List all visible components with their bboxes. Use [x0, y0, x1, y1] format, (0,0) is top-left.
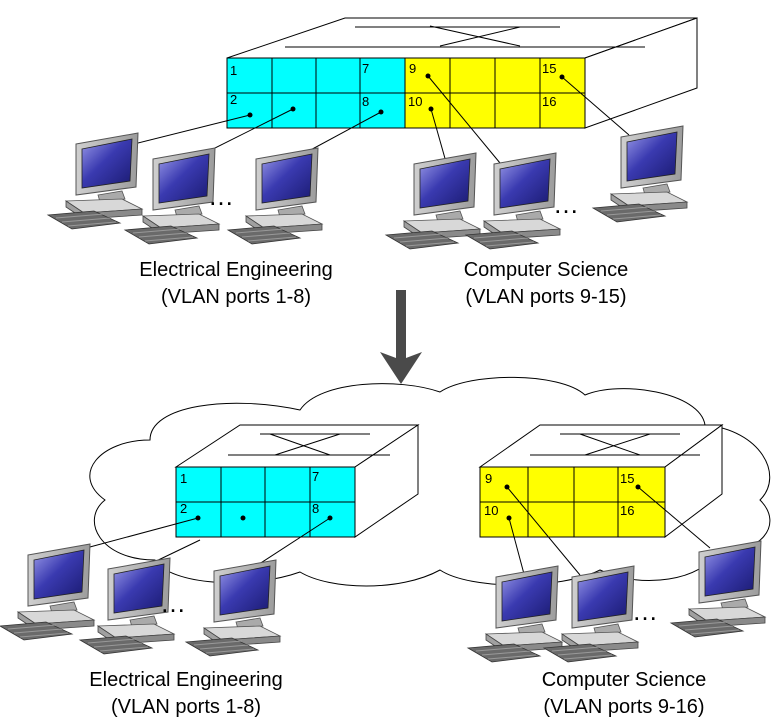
bottom-cables	[74, 486, 711, 576]
computer-icon	[385, 152, 481, 250]
cs-label-line2: (VLAN ports 9-15)	[465, 286, 626, 308]
computer-icon	[465, 152, 561, 250]
computer-icon	[592, 125, 688, 223]
ee-label-line2: (VLAN ports 1-8)	[111, 696, 261, 718]
ee-label-line1: Electrical Engineering	[89, 669, 282, 691]
port-label: 16	[620, 503, 634, 518]
port-label: 16	[542, 94, 556, 109]
cs-label-line2: (VLAN ports 9-16)	[543, 696, 704, 718]
port-label: 10	[484, 503, 498, 518]
ellipsis: …	[632, 596, 660, 626]
top-switch-icon: 1 7 2 8 9 15 10 16	[226, 17, 698, 129]
arrow-down-icon	[380, 290, 422, 384]
ellipsis: …	[553, 189, 581, 219]
ee-label-line2: (VLAN ports 1-8)	[161, 286, 311, 308]
computer-icon	[124, 147, 220, 245]
port-label: 7	[312, 469, 319, 484]
cs-label-line1: Computer Science	[542, 669, 707, 691]
computer-icon	[47, 132, 143, 230]
port-label: 1	[180, 471, 187, 486]
port-label: 9	[409, 61, 416, 76]
port-label: 15	[620, 471, 634, 486]
computer-icon	[227, 147, 323, 245]
port-label: 1	[230, 63, 237, 78]
computer-icon	[0, 543, 95, 641]
port-label: 8	[312, 501, 319, 516]
port-label: 15	[542, 61, 556, 76]
port-label: 8	[362, 94, 369, 109]
ee-label-line1: Electrical Engineering	[139, 259, 332, 281]
bottom-cs-switch-icon: 9 15 10 16	[478, 424, 724, 539]
port-label: 2	[230, 92, 237, 107]
port-label: 2	[180, 501, 187, 516]
ellipsis: …	[208, 181, 236, 211]
bottom-ee-switch-icon: 1 7 2 8	[174, 424, 420, 538]
port-label: 9	[485, 471, 492, 486]
ellipsis: …	[160, 588, 188, 618]
port-label: 7	[362, 61, 369, 76]
port-label: 10	[408, 94, 422, 109]
cs-label-line1: Computer Science	[464, 259, 629, 281]
